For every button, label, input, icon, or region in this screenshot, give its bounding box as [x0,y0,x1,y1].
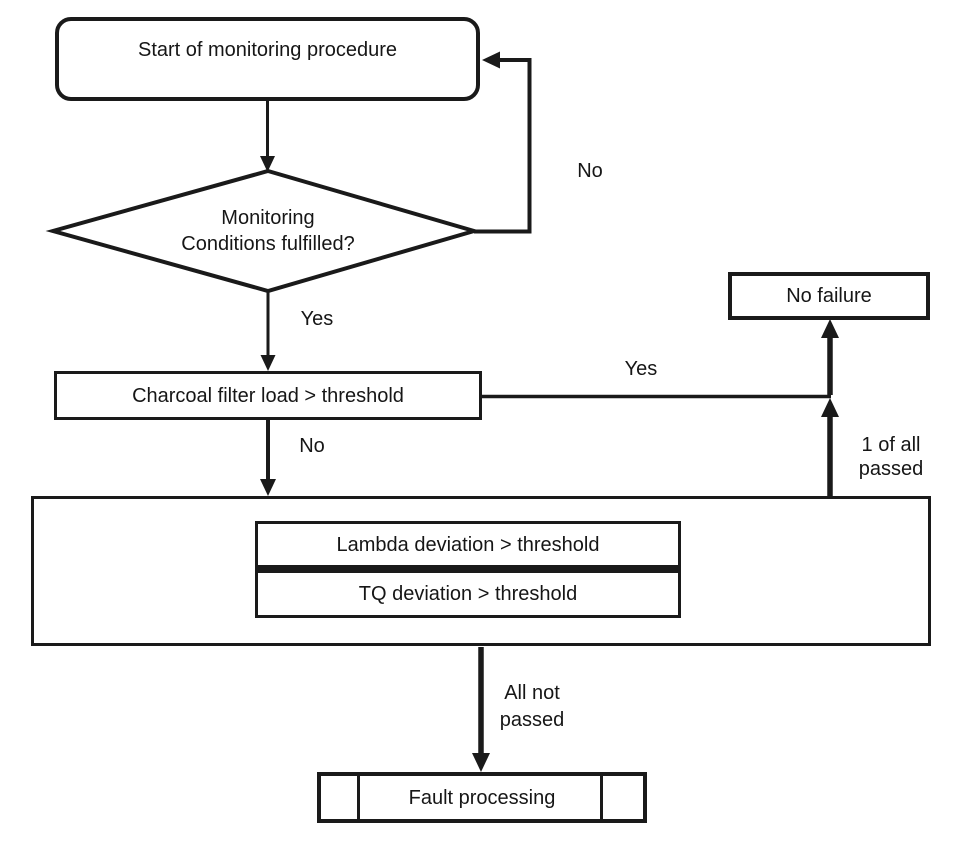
edge-decision-no-loop [474,58,532,234]
node-start-label: Start of monitoring procedure [137,39,398,61]
node-fault-label: Fault processing [408,786,556,809]
node-lambda-deviation: Lambda deviation > threshold [255,521,681,569]
one-of-all-passed-line2: passed [858,458,924,480]
node-start: Start of monitoring procedure [55,17,480,101]
arrowhead-group-top [260,479,276,496]
arrowhead-junction [821,398,839,417]
edge-label-decision-yes: Yes [300,308,334,330]
node-no-failure: No failure [728,272,930,320]
node-lambda-label: Lambda deviation > threshold [336,533,600,556]
edge-label-charcoal-yes: Yes [624,358,658,380]
all-not-passed-line2: passed [499,709,565,731]
edge-label-decision-no: No [577,160,603,182]
fault-process-right-bar [600,776,603,819]
node-tq-label: TQ deviation > threshold [358,583,578,605]
one-of-all-passed-line1: 1 of all [861,434,921,456]
node-fault-processing: Fault processing [317,772,647,823]
all-not-passed-line1: All not [504,682,560,704]
node-tq-deviation: TQ deviation > threshold [255,569,681,618]
arrowhead-no-failure-bottom [821,319,839,338]
arrowhead-fault-top [472,753,490,772]
node-charcoal-label: Charcoal filter load > threshold [132,384,404,407]
node-charcoal-filter: Charcoal filter load > threshold [54,371,482,420]
node-no-failure-label: No failure [786,285,872,307]
edge-label-one-of-all-passed: 1 of all passed [846,433,936,481]
fault-process-left-bar [357,776,360,819]
arrowhead-decision-top [260,156,275,172]
arrowhead-charcoal-top [260,355,276,371]
decision-label-line1: Monitoring [221,207,315,229]
node-decision-label: Monitoring Conditions fulfilled? [118,205,418,257]
arrowhead-start-right [482,51,500,69]
decision-label-line2: Conditions fulfilled? [181,233,355,255]
decision-diamond-shape [45,168,482,294]
edge-label-charcoal-no: No [299,435,325,457]
edge-label-all-not-passed: All not passed [492,680,572,734]
